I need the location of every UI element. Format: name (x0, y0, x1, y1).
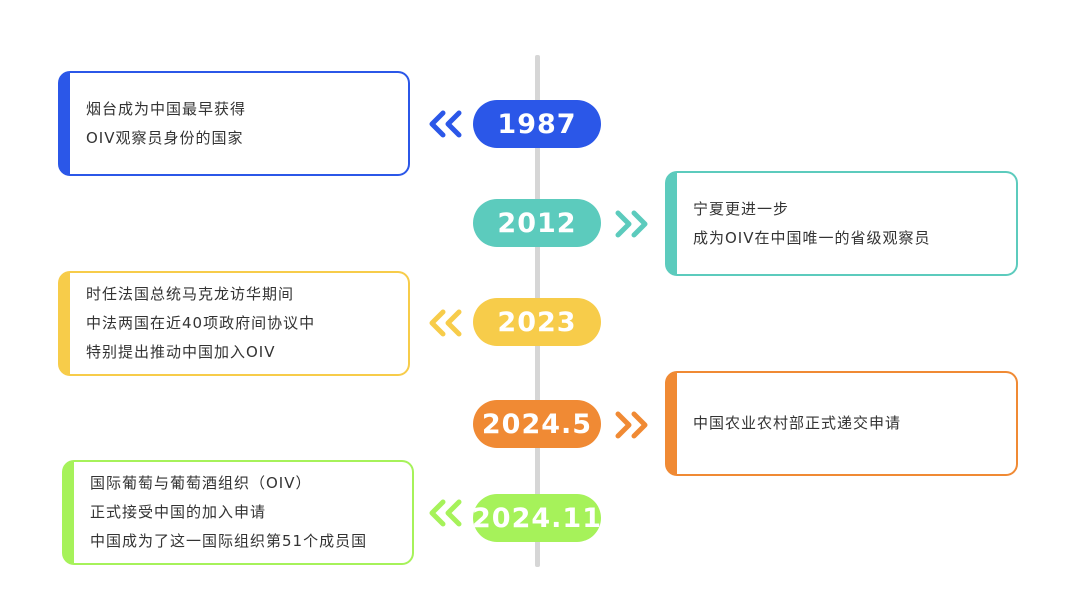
chevron-left-icon (425, 110, 465, 138)
event-text-line: 中法两国在近40项政府间协议中 (86, 314, 316, 332)
event-text-line: 宁夏更进一步 (693, 199, 790, 218)
event-card-1987: 烟台成为中国最早获得 OIV观察员身份的国家 (58, 71, 410, 176)
event-card-2024-5: 中国农业农村部正式递交申请 (665, 371, 1018, 476)
chevron-right-icon (612, 411, 652, 439)
event-text-line: OIV观察员身份的国家 (86, 128, 244, 147)
event-text-line: 特别提出推动中国加入OIV (86, 343, 276, 361)
event-text-line: 时任法国总统马克龙访华期间 (86, 285, 295, 303)
year-badge-2012: 2012 (473, 199, 601, 247)
year-badge-1987: 1987 (473, 100, 601, 148)
chevron-left-icon (425, 309, 465, 337)
year-badge-2024-5: 2024.5 (473, 400, 601, 448)
event-card-2023: 时任法国总统马克龙访华期间 中法两国在近40项政府间协议中 特别提出推动中国加入… (58, 271, 410, 376)
event-text-line: 正式接受中国的加入申请 (90, 503, 267, 521)
event-text-line: 国际葡萄与葡萄酒组织（OIV） (90, 474, 312, 492)
event-text-line: 中国农业农村部正式递交申请 (693, 414, 902, 432)
event-card-2024-11: 国际葡萄与葡萄酒组织（OIV） 正式接受中国的加入申请 中国成为了这一国际组织第… (62, 460, 414, 565)
event-text-line: 中国成为了这一国际组织第51个成员国 (90, 532, 368, 550)
event-card-2012: 宁夏更进一步 成为OIV在中国唯一的省级观察员 (665, 171, 1018, 276)
event-text-line: 成为OIV在中国唯一的省级观察员 (693, 228, 931, 247)
chevron-right-icon (612, 210, 652, 238)
year-badge-2023: 2023 (473, 298, 601, 346)
year-badge-2024-11: 2024.11 (472, 494, 601, 542)
chevron-left-icon (425, 499, 465, 527)
event-text-line: 烟台成为中国最早获得 (86, 99, 247, 118)
